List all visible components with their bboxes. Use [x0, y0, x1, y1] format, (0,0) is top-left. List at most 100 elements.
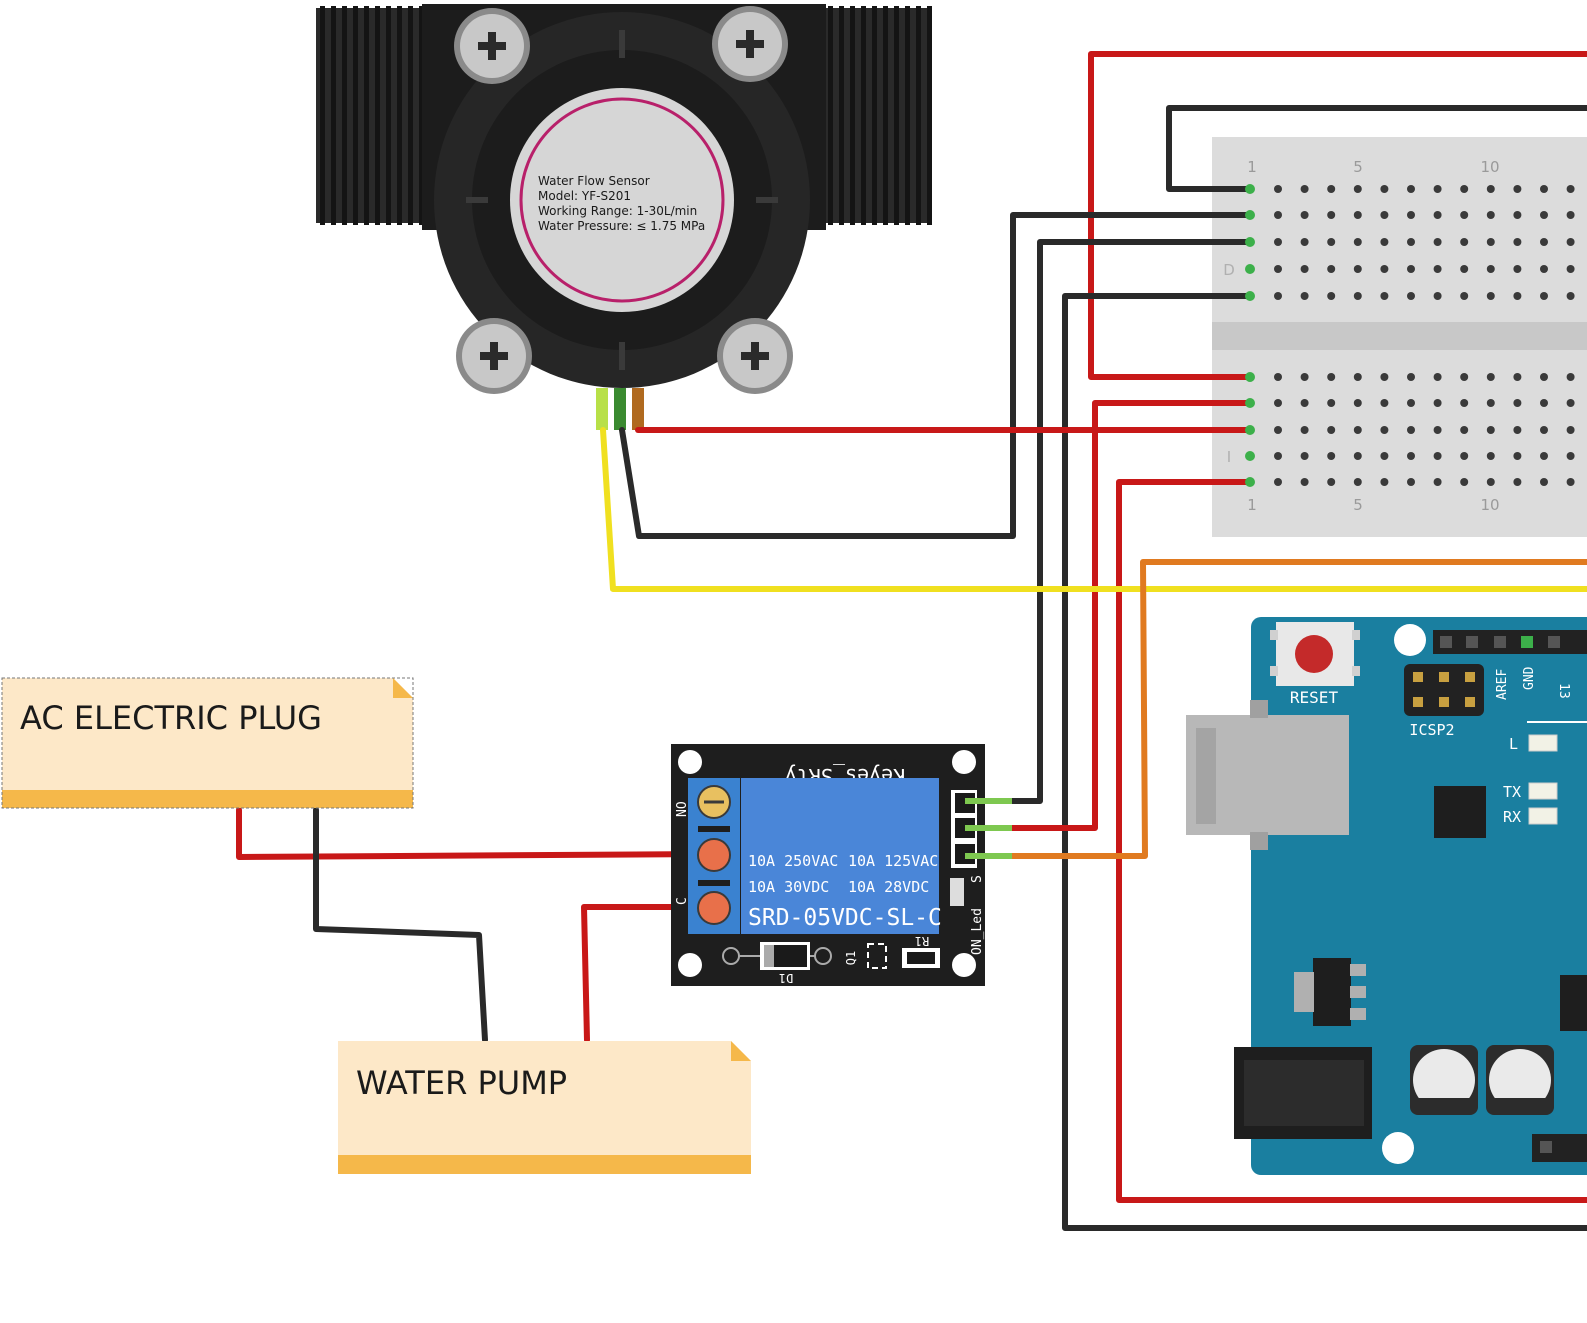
relay-spec-2: 10A 125VAC [848, 852, 938, 870]
relay-body [741, 778, 939, 934]
breadboard-hole [1433, 373, 1442, 381]
breadboard-hole [1460, 452, 1469, 460]
bb-top-num-10: 10 [1480, 158, 1499, 176]
sensor-label-line3: Working Range: 1-30L/min [538, 204, 697, 218]
breadboard-hole [1300, 185, 1309, 193]
header-pin [1466, 636, 1478, 648]
wire-black-sensor-gnd[interactable] [619, 212, 1253, 539]
wire-red-relay-vcc[interactable] [1009, 400, 1253, 831]
breadboard-hole [1327, 265, 1336, 273]
thread-ridge [364, 6, 369, 225]
wire-red-arduino-5v[interactable] [1116, 479, 1587, 1203]
terminal-screw-icon[interactable] [697, 838, 731, 872]
breadboard-hole [1407, 292, 1415, 300]
diode-d1 [764, 945, 807, 967]
sensor-label-disc [510, 88, 734, 312]
label-q1: Q1 [844, 951, 858, 965]
usb-b-shading [1196, 728, 1216, 824]
breadboard-hole [1460, 211, 1469, 219]
breadboard-hole [1353, 426, 1362, 434]
breadboard-hole [1380, 211, 1389, 219]
regulator-tab [1294, 972, 1314, 1012]
breadboard-hole [1353, 265, 1362, 273]
breadboard-hole [1380, 185, 1389, 193]
label-s: S [970, 875, 985, 883]
label-c: C [675, 897, 690, 905]
breadboard-hole [1486, 185, 1495, 193]
breadboard-hole [1327, 211, 1336, 219]
breadboard-hole [1540, 292, 1548, 300]
led-rx-label: RX [1503, 808, 1521, 826]
breadboard-hole [1353, 373, 1362, 381]
header-pin [1548, 636, 1560, 648]
breadboard-hole [1540, 185, 1548, 193]
breadboard-hole [1566, 238, 1575, 246]
screw-icon [717, 318, 793, 394]
breadboard-hole [1407, 185, 1415, 193]
regulator-leg [1350, 964, 1366, 976]
breadboard-hole [1566, 452, 1575, 460]
breadboard-hole [1540, 238, 1548, 246]
reset-button[interactable] [1295, 635, 1333, 673]
bb-row-label-i: I [1227, 448, 1231, 466]
note-ac-plug[interactable]: AC ELECTRIC PLUG [1, 677, 414, 809]
breadboard-hole [1486, 292, 1495, 300]
wires [236, 51, 1587, 1231]
breadboard-hole [1353, 399, 1362, 407]
capacitor-band [1413, 1098, 1475, 1112]
sensor-lead-gnd [614, 388, 626, 430]
thread-ridge [850, 6, 855, 225]
icsp-pin [1413, 697, 1423, 707]
breadboard-hole [1486, 399, 1495, 407]
bb-bottom-num-1: 1 [1247, 496, 1257, 514]
breadboard-hole [1486, 478, 1495, 486]
breadboard-hole [1460, 238, 1469, 246]
thread-ridge [386, 6, 391, 225]
relay-mount-hole [678, 953, 702, 977]
note-selection [1, 677, 414, 809]
note-water-pump[interactable]: WATER PUMP [338, 1041, 751, 1174]
breadboard-hole [1380, 373, 1389, 381]
wire-black-arduino-gnd[interactable] [1062, 293, 1587, 1231]
wire-red-ac-live[interactable] [236, 807, 717, 860]
breadboard-hole [1380, 452, 1389, 460]
thread-ridge [916, 6, 921, 225]
thread-ridge [905, 6, 910, 225]
breadboard-hole [1540, 373, 1548, 381]
wire-endpoints [1245, 184, 1255, 487]
wire-black-relay-gnd[interactable] [1009, 239, 1253, 804]
breadboard-hole [1407, 478, 1415, 486]
breadboard-hole [1380, 399, 1389, 407]
label-no: NO [675, 801, 690, 817]
thread-ridge [927, 6, 932, 225]
relay-spec-4: 10A 28VDC [848, 878, 929, 896]
terminal-screw-icon[interactable] [697, 891, 731, 925]
sensor-lead-vcc [632, 388, 644, 430]
usb-b-tab [1250, 700, 1268, 718]
wire-black-ac-neutral[interactable] [313, 807, 488, 1043]
breadboard-hole [1353, 211, 1362, 219]
led-tx [1528, 782, 1558, 800]
breadboard-hole [1300, 265, 1309, 273]
breadboard-hole [1513, 292, 1522, 300]
thread-ridge [883, 6, 888, 225]
breadboard-hole [1327, 478, 1336, 486]
terminal-divider [698, 826, 730, 832]
breadboard-hole [1274, 238, 1282, 246]
screw-icon [454, 8, 530, 84]
reset-pin [1270, 666, 1278, 676]
wire-yellow-signal[interactable] [600, 427, 1587, 592]
wire-red-pump[interactable] [581, 904, 717, 1043]
breadboard-hole [1300, 399, 1309, 407]
breadboard-hole [1540, 211, 1548, 219]
diode-band [764, 945, 774, 967]
wire-black-gnd[interactable] [1166, 105, 1587, 192]
breadboard-hole [1353, 238, 1362, 246]
breadboard-hole [1274, 265, 1282, 273]
reset-pin [1352, 666, 1360, 676]
breadboard-hole [1300, 373, 1309, 381]
sensor-label-line2: Model: YF-S201 [538, 189, 631, 203]
breadboard-hole [1486, 238, 1495, 246]
regulator-leg [1350, 986, 1366, 998]
wire-orange-relay-signal[interactable] [1009, 559, 1587, 859]
